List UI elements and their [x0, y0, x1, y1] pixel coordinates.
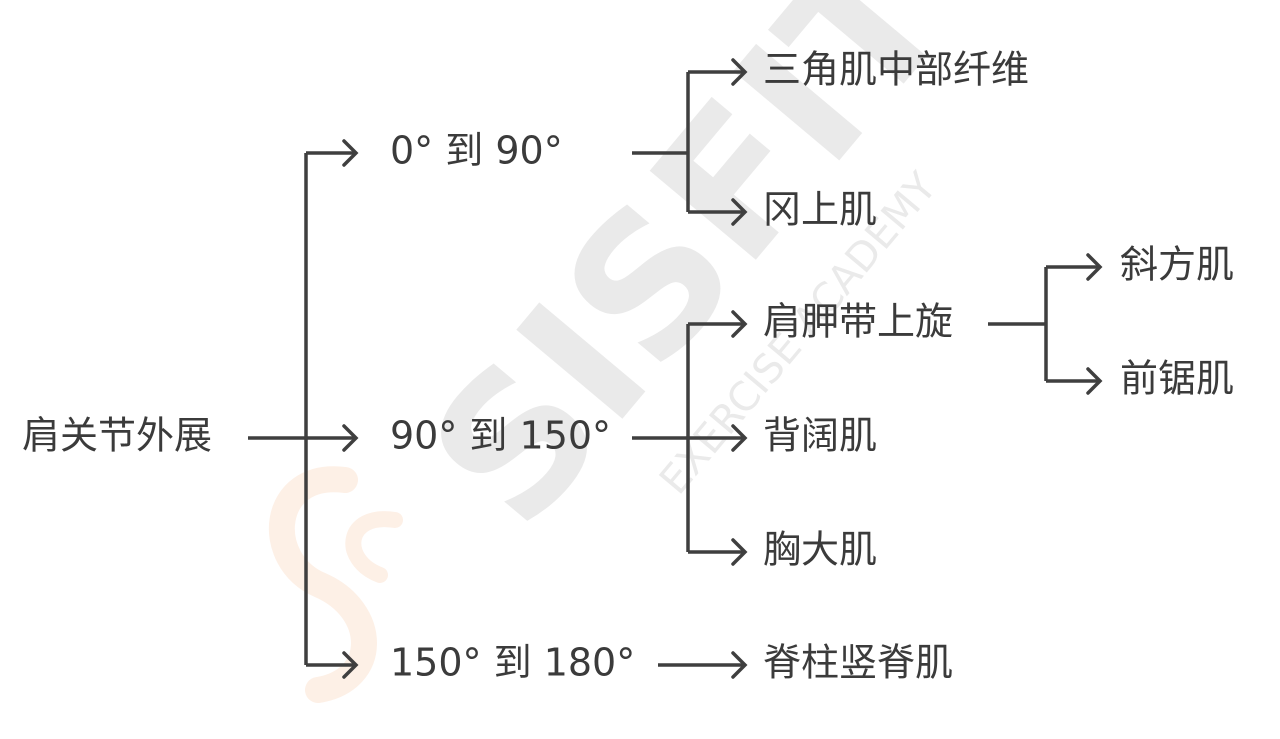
- sub-muscle-node: 前锯肌: [1120, 357, 1234, 401]
- sub-muscle-node: 斜方肌: [1120, 243, 1234, 287]
- arrowhead: [731, 310, 748, 338]
- arrowhead: [731, 538, 748, 566]
- arrowhead: [731, 651, 748, 679]
- diagram-connectors: [248, 58, 1103, 679]
- arrowhead: [342, 139, 359, 167]
- muscle-node: 胸大肌: [763, 528, 877, 572]
- arrowhead: [731, 424, 748, 452]
- arrowhead: [1086, 253, 1103, 281]
- muscle-node: 脊柱竖脊肌: [763, 641, 953, 685]
- diagram-nodes: 肩关节外展 0° 到 90° 90° 到 150° 150° 到 180° 三角…: [22, 48, 1234, 685]
- stage-node: 0° 到 90°: [390, 129, 563, 173]
- muscle-node: 冈上肌: [763, 188, 877, 232]
- watermark: SISFIT EXERCISE ACADEMY: [268, 0, 991, 703]
- watermark-logo: [268, 466, 403, 703]
- arrowhead: [731, 58, 748, 86]
- root-node: 肩关节外展: [22, 414, 212, 458]
- muscle-node: 肩胛带上旋: [763, 300, 953, 344]
- muscle-node: 背阔肌: [763, 414, 877, 458]
- muscle-node: 三角肌中部纤维: [763, 48, 1029, 92]
- arrowhead: [342, 424, 359, 452]
- arrowhead: [731, 198, 748, 226]
- stage-node: 90° 到 150°: [390, 414, 611, 458]
- arrowhead: [342, 651, 359, 679]
- stage-node: 150° 到 180°: [390, 641, 635, 685]
- arrowhead: [1086, 367, 1103, 395]
